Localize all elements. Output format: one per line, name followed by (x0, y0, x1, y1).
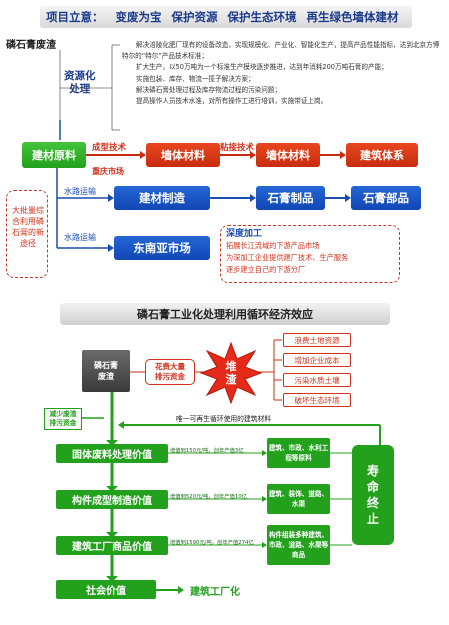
raw-material-box: 建材原料 (22, 142, 86, 168)
left-note-frame (6, 190, 48, 278)
value-box-4: 社会价值 (56, 580, 156, 599)
value-box-3: 建筑工厂商品价值 (56, 536, 168, 555)
cost-box: 花费大量 排污资金 (145, 359, 195, 385)
use-box-1: 建筑、市政、水利工程等原料 (267, 438, 330, 468)
top-description: 解决涪陵化肥厂现有的设备改造，实现规模化、产业化、智能化生产，提高产品性能指标，… (122, 40, 440, 107)
banner-item-2: 保护资源 (171, 10, 218, 24)
deep-line-2: 为深加工企业提供建厂技术、生产服务 (226, 253, 349, 262)
desc-paragraph-1: 解决涪陵化肥厂现有的设备改造，实现规模化、产业化、智能化生产，提高产品性能指标，… (122, 41, 440, 61)
wall-material-box-1: 墙体材料 (146, 143, 220, 167)
banner-item-3: 保护生态环境 (227, 10, 297, 24)
increment-1: 增值到150元/吨，创年产值3亿 (170, 448, 244, 454)
harm-2: 增加企业成本 (283, 353, 351, 367)
pile-label: 堆 渣 (225, 360, 237, 386)
banner-item-4: 再生绿色墙体建材 (306, 10, 399, 24)
project-banner: 项目立意： 变废为宝 保护资源 保护生态环境 再生绿色墙体建材 (40, 6, 412, 28)
gypsum-product-box: 石膏制品 (256, 186, 325, 210)
forming-tech-label: 成型技术 (92, 143, 127, 153)
desc-paragraph-2: 扩大生产，以50万吨为一个标准生产模块逐步推进，达到年消耗200万吨石膏的产能； (136, 63, 388, 72)
deep-processing-frame (220, 225, 400, 283)
value-box-2: 构件成型制造价值 (56, 490, 168, 509)
value-box-1: 固体废料处理价值 (56, 444, 168, 463)
harm-4: 破坏生态环境 (283, 393, 351, 407)
life-end-box: 寿 命 终 止 (352, 445, 394, 545)
use-box-3: 构件组装多种建筑、市政、道路、水渠等商品 (267, 525, 330, 565)
increment-2: 增值到520元/吨，创年产值10亿 (170, 494, 247, 500)
desc-paragraph-4: 解决磷石膏处理过程及库存物流过程的污染问题； (136, 85, 282, 94)
building-system-box: 建筑体系 (346, 143, 418, 167)
deep-line-1: 拓展长江流域的下游产品市场 (226, 241, 320, 250)
left-note-text: 大批量综合利用磷石膏的新途径 (12, 206, 44, 248)
top-source-label: 磷石膏废渣 (6, 40, 56, 51)
use-box-2: 建筑、装饰、道路、水渠 (267, 484, 330, 514)
harm-1: 浪费土地资源 (283, 333, 351, 347)
southeast-asia-market-box: 东南亚市场 (114, 236, 210, 260)
chongqing-market-label: 重庆市场 (92, 167, 124, 176)
desc-paragraph-5: 提高操作人员技术水准，对所有操作工进行培训，实施带证上岗。 (136, 97, 328, 106)
building-manufacture-box: 建材制造 (114, 186, 210, 210)
deep-line-3: 逐步建立自己的下游分厂 (226, 265, 306, 274)
water-transport-label-1: 水路运输 (64, 187, 96, 196)
reduce-box: 减少废渣 排污资金 (44, 408, 82, 430)
wall-material-box-2: 墙体材料 (256, 143, 320, 167)
resource-process-label: 资源化 处理 (64, 70, 96, 95)
bonding-tech-label: 粘接技术 (220, 143, 255, 153)
pile-burst (200, 342, 262, 404)
water-transport-label-2: 水路运输 (64, 233, 96, 242)
section2-title: 磷石膏工业化处理利用循环经济效应 (60, 303, 390, 325)
deep-processing-title: 深度加工 (226, 229, 263, 239)
banner-item-1: 变废为宝 (115, 10, 162, 24)
factory-label: 建筑工厂化 (190, 587, 240, 598)
increment-3: 增值到1590元/吨，创年产值274亿 (170, 540, 254, 546)
gypsum-part-box: 石膏部品 (351, 186, 421, 210)
desc-paragraph-3: 实施包装、库存、物流一揽子解决方案； (136, 74, 255, 83)
bottom-source-box: 磷石膏 废渣 (82, 350, 130, 392)
harm-3: 污染水质土壤 (283, 373, 351, 387)
deep-processing-list: 拓展长江流域的下游产品市场 为深加工企业提供建厂技术、生产服务 逐步建立自己的下… (226, 240, 348, 276)
banner-label: 项目立意： (46, 10, 104, 24)
only-renewable-label: 唯一可再生循环使用的建筑材料 (176, 415, 272, 423)
